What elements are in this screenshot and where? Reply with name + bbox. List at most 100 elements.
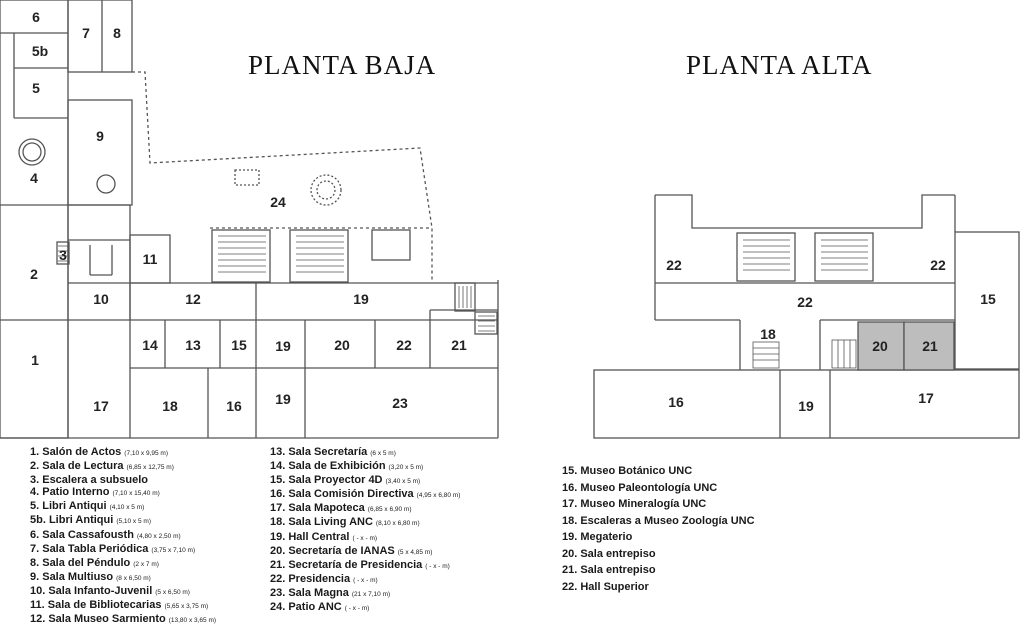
legend-item-name: 10. Sala Infanto-Juvenil	[30, 584, 153, 597]
room-label: 24	[270, 194, 286, 210]
room-label: 22	[797, 294, 813, 310]
legend-item: 13. Sala Secretaría(6 x 5 m)	[270, 446, 460, 460]
legend-item: 19. Hall Central( - x - m)	[270, 531, 460, 545]
legend-item: 12. Sala Museo Sarmiento(13,80 x 3,65 m)	[30, 613, 216, 627]
legend-item-dimensions: (4,95 x 6,80 m)	[416, 492, 461, 500]
legend-item-name: 6. Sala Cassafousth	[30, 528, 134, 541]
legend-item: 21. Secretaría de Presidencia( - x - m)	[270, 559, 460, 573]
legend-item: 19. Megaterio	[562, 531, 633, 543]
legend-item-name: 8. Sala del Péndulo	[30, 556, 131, 569]
legend-item: 20. Sala entrepiso	[562, 547, 656, 560]
room-21-highlight	[903, 321, 955, 371]
legend-item-dimensions: (5,65 x 3,75 m)	[164, 603, 209, 611]
room-label: 12	[185, 291, 201, 307]
room-label: 18	[162, 398, 178, 414]
room-label: 22	[666, 257, 682, 273]
legend-item-dimensions: (6 x 5 m)	[370, 450, 396, 457]
room-label: 19	[353, 291, 369, 307]
ground-floor-walls	[0, 0, 499, 439]
legend-item-dimensions: (13,80 x 3,65 m)	[168, 617, 217, 625]
room-label: 8	[113, 25, 121, 41]
legend-item-dimensions: (6,85 x 6,90 m)	[367, 506, 412, 514]
room-label: 16	[668, 394, 684, 410]
room-label: 1	[31, 352, 39, 368]
room-label: 16	[226, 398, 242, 414]
room-label: 22	[396, 337, 412, 353]
room-label: 15	[231, 337, 247, 353]
legend-item-dimensions: (4,10 x 5 m)	[109, 504, 145, 512]
legend-item-dimensions: (5,10 x 5 m)	[116, 518, 151, 526]
room-label: 19	[275, 338, 291, 354]
room-label: 21	[451, 337, 467, 353]
legend-item: 3. Escalera a subsuelo	[30, 474, 216, 486]
room-label: 11	[143, 251, 158, 267]
legend-item-dimensions: (6,85 x 12,75 m)	[126, 464, 174, 472]
room-label: 15	[980, 291, 996, 307]
legend-item-name: 4. Patio Interno	[30, 486, 110, 499]
legend-item-dimensions: ( - x - m)	[352, 534, 378, 542]
legend-item-name: 1. Salón de Actos	[30, 446, 122, 458]
legend-item: 4. Patio Interno(7,10 x 15,40 m)	[30, 486, 216, 500]
room-label: 22	[930, 257, 946, 273]
legend-item-dimensions: (3,40 x 5 m)	[385, 478, 421, 486]
upper-floor-heading: PLANTA ALTA	[686, 50, 873, 80]
legend-item-dimensions: (2 x 7 m)	[133, 560, 159, 568]
fountain-icons	[18, 138, 342, 206]
legend-item: 10. Sala Infanto-Juvenil(5 x 6,50 m)	[30, 585, 216, 599]
legend-item-name: 24. Patio ANC	[270, 601, 342, 614]
legend-item: 5b. Libri Antiqui(5,10 x 5 m)	[30, 514, 216, 528]
legend-item: 21. Sala entrepiso	[562, 564, 656, 576]
legend-item-name: 13. Sala Secretaría	[270, 446, 368, 458]
legend-item-name: 5b. Libri Antiqui	[30, 514, 114, 527]
legend-item: 22. Hall Superior	[562, 580, 649, 593]
patio-outline	[132, 71, 433, 283]
room-label: 5	[32, 80, 40, 96]
legend-item-name: 22. Presidencia	[270, 572, 351, 585]
legend-item-name: 11. Sala de Bibliotecarias	[30, 599, 162, 612]
legend-item-name: 5. Libri Antiqui	[30, 500, 107, 513]
room-label: 14	[142, 337, 158, 353]
room-label: 17	[93, 398, 109, 414]
legend-item-dimensions: (3,20 x 5 m)	[388, 464, 424, 472]
room-label: 23	[392, 395, 408, 411]
room-label: 21	[922, 338, 938, 354]
legend-item-name: 14. Sala de Exhibición	[270, 460, 386, 473]
legend-item: 8. Sala del Péndulo(2 x 7 m)	[30, 557, 216, 571]
legend-item: 6. Sala Cassafousth(4,80 x 2,50 m)	[30, 529, 216, 543]
legend-item: 18. Sala Living ANC(8,10 x 6,80 m)	[270, 516, 460, 530]
room-label: 19	[275, 391, 291, 407]
legend-item: 16. Sala Comisión Directiva(4,95 x 6,80 …	[270, 488, 460, 502]
legend-item: 18. Escaleras a Museo Zoología UNC	[562, 514, 755, 527]
legend-item: 9. Sala Multiuso(8 x 6,50 m)	[30, 571, 216, 585]
legend-item-name: 2. Sala de Lectura	[30, 460, 124, 473]
stair-treads	[58, 235, 495, 332]
legend-item: 2. Sala de Lectura(6,85 x 12,75 m)	[30, 460, 216, 474]
legend-upper: 15. Museo Botánico UNC 16. Museo Paleonto…	[562, 463, 755, 595]
legend-item: 24. Patio ANC( - x - m)	[270, 601, 460, 615]
room-label: 4	[30, 170, 38, 186]
room-label: 10	[93, 291, 109, 307]
legend-item-dimensions: (4,80 x 2,50 m)	[136, 532, 181, 540]
legend-item-dimensions: (8 x 6,50 m)	[116, 574, 151, 582]
room-label: 7	[82, 25, 90, 41]
room-label: 6	[32, 9, 40, 25]
room-label: 20	[334, 337, 350, 353]
legend-item-name: 20. Secretaría de IANAS	[270, 544, 395, 557]
room-label: 20	[872, 338, 888, 354]
legend-item: 16. Museo Paleontología UNC	[562, 481, 718, 494]
legend-item-name: 7. Sala Tabla Periódica	[30, 542, 149, 555]
legend-item-dimensions: (8,10 x 6,80 m)	[375, 520, 420, 528]
room-label: 2	[30, 266, 38, 282]
ground-floor-heading: PLANTA BAJA	[248, 50, 437, 80]
legend-item-dimensions: (21 x 7,10 m)	[351, 590, 391, 598]
room-label: 3	[59, 247, 67, 263]
legend-item-name: 18. Sala Living ANC	[270, 516, 373, 529]
legend-item: 15. Museo Botánico UNC	[562, 465, 693, 477]
legend-item-dimensions: (7,10 x 9,95 m)	[124, 450, 169, 457]
floor-plan: 6 7 8 5b 5 9 4 24 3 11 2 10 12 19 1 14 1…	[0, 0, 1020, 439]
legend-item: 17. Sala Mapoteca(6,85 x 6,90 m)	[270, 502, 460, 516]
legend-item: 22. Presidencia( - x - m)	[270, 573, 460, 587]
room-label: 9	[96, 128, 104, 144]
legend-item: 5. Libri Antiqui(4,10 x 5 m)	[30, 500, 216, 514]
legend-item-name: 16. Sala Comisión Directiva	[270, 488, 414, 501]
